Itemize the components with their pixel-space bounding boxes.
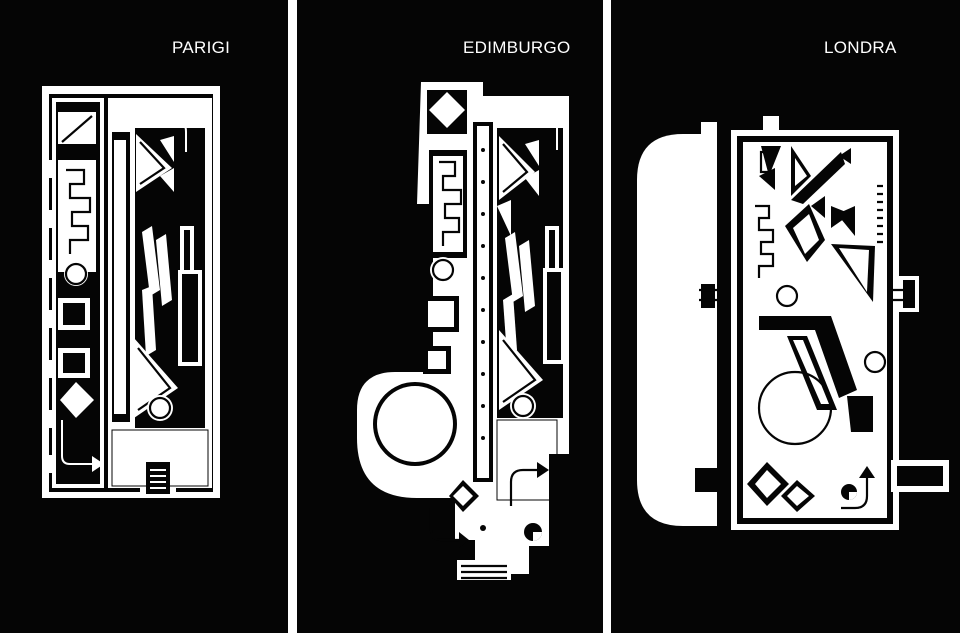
stair-stripes (142, 226, 172, 356)
floorplan-parigi (42, 86, 220, 498)
panel-title-londra: LONDRA (824, 38, 897, 57)
wall-buttresses (44, 160, 52, 473)
panel-edimburgo: EDIMBURGO (297, 0, 603, 633)
panel-parigi: PARIGI (0, 0, 288, 633)
floorplan-edimburgo (357, 82, 569, 580)
corridor-dots (481, 148, 485, 440)
diagonal-stair (759, 316, 873, 432)
panel-title-parigi: PARIGI (172, 38, 231, 57)
panel-londra: LONDRA (611, 0, 960, 633)
right-wall-ticks (877, 184, 883, 244)
floorplan-londra (637, 116, 949, 530)
panel-title-edimburgo: EDIMBURGO (463, 38, 571, 57)
